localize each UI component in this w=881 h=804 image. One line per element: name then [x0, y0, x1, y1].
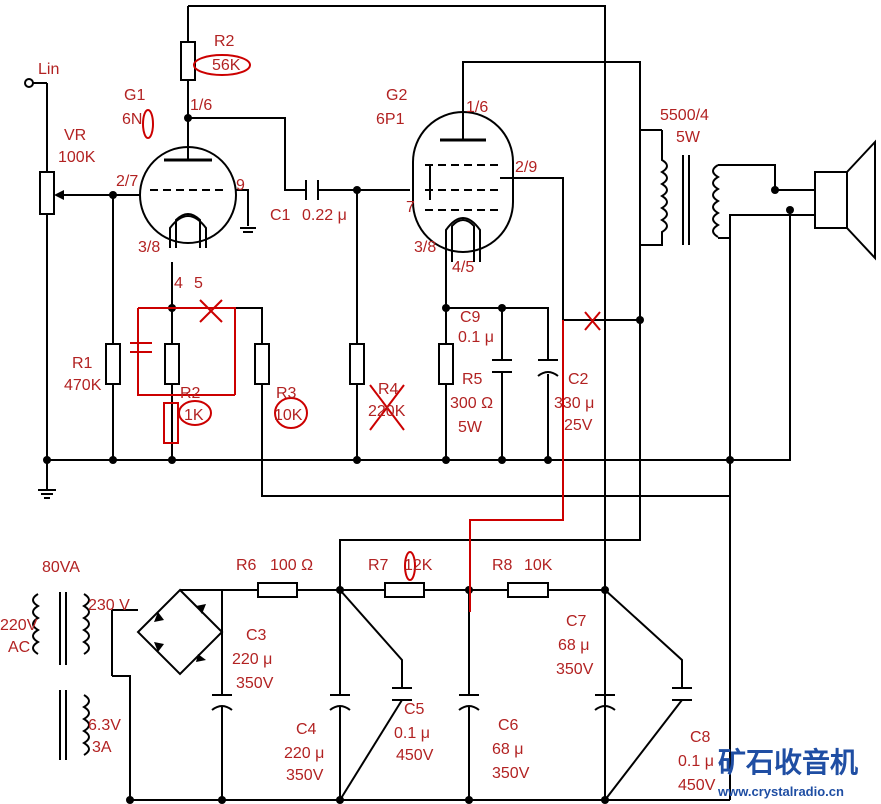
label-r8: R8 [492, 557, 513, 574]
label-r5-watt: 5W [458, 419, 483, 436]
label-c2-voltage: 25V [564, 417, 593, 434]
r2-cathode-resistor [164, 343, 180, 385]
label-r3: R3 [276, 385, 297, 402]
r7-resistor [384, 582, 425, 598]
label-r4-value: 220K [368, 403, 406, 420]
label-g2-pin-16: 1/6 [466, 99, 488, 116]
label-c5-value: 0.1 μ [394, 725, 430, 742]
label-g1-pin-5: 5 [194, 275, 203, 292]
wires [32, 5, 815, 801]
label-c8-voltage: 450V [678, 777, 716, 794]
label-c7: C7 [566, 613, 587, 630]
label-g2-pin-38: 3/8 [414, 239, 436, 256]
r8-resistor [507, 582, 549, 598]
label-c6: C6 [498, 717, 519, 734]
label-c9-value: 0.1 μ [458, 329, 494, 346]
red-annotations [130, 54, 601, 612]
r2-plate-resistor [180, 41, 196, 81]
label-c8: C8 [690, 729, 711, 746]
label-c3: C3 [246, 627, 267, 644]
label-80va: 80VA [42, 559, 80, 576]
label-c4-voltage: 350V [286, 767, 324, 784]
label-r2-top-value: 56K [212, 57, 241, 74]
label-g2: G2 [386, 87, 407, 104]
r3-resistor [254, 343, 270, 385]
label-220v: 220V [0, 617, 38, 634]
label-g2-pin-7: 7 [406, 199, 415, 216]
label-c5-voltage: 450V [396, 747, 434, 764]
label-c8-value: 0.1 μ [678, 753, 714, 770]
label-c2: C2 [568, 371, 589, 388]
label-c4: C4 [296, 721, 317, 738]
capacitors [211, 180, 692, 711]
label-ac: AC [8, 639, 30, 656]
label-g1-pin-16: 1/6 [190, 97, 212, 114]
label-g1-pin-27: 2/7 [116, 173, 138, 190]
label-lin: Lin [38, 61, 59, 78]
label-r5: R5 [462, 371, 483, 388]
input-terminal-icon [24, 78, 34, 88]
label-r7-value: 12K [404, 557, 433, 574]
label-3a: 3A [92, 739, 112, 756]
resistors [39, 41, 549, 598]
label-r7: R7 [368, 557, 389, 574]
label-vr: VR [64, 127, 86, 144]
label-c1: C1 [270, 207, 291, 224]
label-c7-voltage: 350V [556, 661, 594, 678]
label-r6: R6 [236, 557, 257, 574]
label-c6-value: 68 μ [492, 741, 523, 758]
label-output-transformer-watt: 5W [676, 129, 701, 146]
r6-resistor [257, 582, 298, 598]
label-r1: R1 [72, 355, 93, 372]
r4-resistor [349, 343, 365, 385]
label-c1-value: 0.22 μ [302, 207, 347, 224]
ground-symbol-icon [38, 227, 256, 499]
label-g1-pin-4: 4 [174, 275, 183, 292]
label-g1-pin-9: 9 [236, 177, 245, 194]
r5-resistor [438, 343, 454, 385]
label-c2-value: 330 μ [554, 395, 594, 412]
label-c3-voltage: 350V [236, 675, 274, 692]
label-r2-cathode-value: 1K [184, 407, 204, 424]
label-c5: C5 [404, 701, 425, 718]
label-r2-cathode: R2 [180, 385, 201, 402]
bridge-rectifier [136, 588, 224, 676]
label-r8-value: 10K [524, 557, 553, 574]
speaker-icon [814, 139, 876, 261]
label-r1-value: 470K [64, 377, 102, 394]
power-transformer [32, 592, 90, 760]
label-g2-pin-45: 4/5 [452, 259, 474, 276]
label-r4: R4 [378, 381, 399, 398]
label-output-transformer: 5500/4 [660, 107, 709, 124]
tube-g2 [412, 111, 520, 262]
tube-g1 [139, 146, 237, 248]
watermark: 矿石收音机 www.crystalradio.cn [717, 746, 858, 799]
watermark-url: www.crystalradio.cn [717, 784, 844, 799]
component-labels: Lin VR 100K R2 56K G1 6N 1/6 2/7 9 3/8 4… [0, 33, 716, 794]
label-r3-value: 10K [274, 407, 303, 424]
label-c3-value: 220 μ [232, 651, 272, 668]
vr-potentiometer [39, 171, 55, 215]
label-g2-tube: 6P1 [376, 111, 405, 128]
label-g1-tube: 6N [122, 111, 142, 128]
label-c9: C9 [460, 309, 481, 326]
output-transformer [640, 130, 720, 246]
label-c4-value: 220 μ [284, 745, 324, 762]
label-63v: 6.3V [88, 717, 121, 734]
label-r2-top: R2 [214, 33, 235, 50]
junction-dots [43, 114, 794, 804]
label-r6-value: 100 Ω [270, 557, 313, 574]
vr-wiper-arrow [54, 190, 64, 200]
label-g1-pin-38: 3/8 [138, 239, 160, 256]
label-230v: 230 V [88, 597, 130, 614]
label-vr-value: 100K [58, 149, 96, 166]
label-c6-voltage: 350V [492, 765, 530, 782]
r1-resistor [105, 343, 121, 385]
label-g1: G1 [124, 87, 145, 104]
label-g2-pin-29: 2/9 [515, 159, 537, 176]
label-c7-value: 68 μ [558, 637, 589, 654]
watermark-name: 矿石收音机 [718, 746, 858, 778]
label-r5-value: 300 Ω [450, 395, 493, 412]
